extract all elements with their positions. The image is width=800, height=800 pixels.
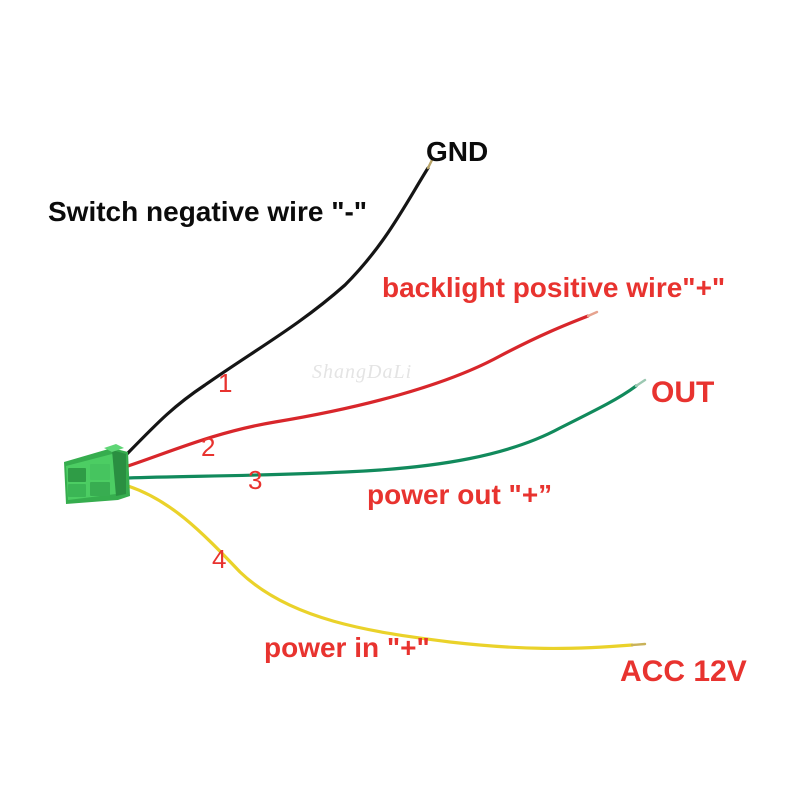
pin-number-1: 1	[218, 368, 233, 398]
pin-number-4: 4	[212, 544, 227, 574]
wire-red-tip	[586, 310, 599, 318]
label-switch-negative-wire: Switch negative wire "-"	[48, 196, 368, 227]
watermark: ShangDaLi	[312, 361, 413, 383]
label-out: OUT	[651, 376, 715, 409]
wire-yellow-tip	[630, 642, 647, 647]
pin-number-2: 2	[201, 432, 216, 462]
wire-black-gnd	[124, 166, 430, 457]
wire-green-tip	[634, 378, 647, 388]
wire-red-backlight	[126, 314, 590, 468]
label-backlight-positive-wire: backlight positive wire"+"	[382, 272, 726, 303]
wire-green-out	[126, 384, 638, 480]
label-acc-12v: ACC 12V	[620, 655, 747, 688]
wire-yellow-acc	[126, 484, 634, 651]
pin-number-3: 3	[248, 465, 263, 495]
wire-black-tip	[426, 158, 434, 170]
label-power-out: power out "+”	[367, 479, 553, 510]
label-power-in: power in "+"	[264, 632, 430, 663]
wires	[124, 158, 647, 651]
label-gnd: GND	[426, 136, 489, 167]
green-connector	[64, 444, 130, 504]
